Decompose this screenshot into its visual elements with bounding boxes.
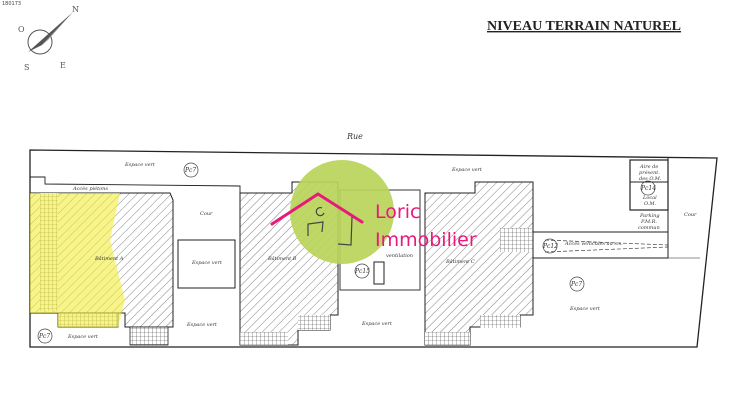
label-batiment-a: Bâtiment A bbox=[94, 255, 124, 262]
building-a bbox=[29, 192, 174, 346]
svg-text:Pc7: Pc7 bbox=[184, 167, 196, 174]
loric-immobilier-logo: Loric Immobilier bbox=[270, 160, 477, 264]
building-c bbox=[424, 181, 534, 346]
label-acces-pietons: Accès piétons bbox=[72, 185, 108, 192]
label-ventilation: ventilation bbox=[386, 253, 413, 259]
compass-north: N bbox=[72, 5, 79, 14]
svg-text:Pc7: Pc7 bbox=[570, 281, 582, 288]
svg-text:P.M.R.: P.M.R. bbox=[640, 219, 657, 225]
label-espace-vert: Espace vert bbox=[569, 306, 601, 312]
svg-text:des O.M.: des O.M. bbox=[639, 176, 662, 182]
label-local-om: Local O.M. bbox=[642, 195, 657, 207]
svg-text:présent.: présent. bbox=[639, 169, 660, 176]
corner-code: 180173 bbox=[2, 1, 21, 7]
ref-pc15: Pc15 bbox=[354, 263, 370, 279]
label-aire-om: Aire de présent. des O.M. bbox=[639, 164, 662, 182]
svg-text:Parking: Parking bbox=[639, 213, 660, 219]
compass-west: O bbox=[18, 25, 25, 34]
ref-pc7: Pc7 bbox=[37, 328, 53, 344]
label-espace-vert: Espace vert bbox=[67, 334, 99, 340]
label-espace-vert: Espace vert bbox=[451, 167, 483, 173]
label-cour: Cour bbox=[684, 212, 697, 218]
label-batiment-c: Bâtiment C bbox=[445, 258, 475, 265]
label-espace-vert: Espace vert bbox=[191, 260, 223, 266]
ref-pc14: Pc14 bbox=[640, 180, 656, 196]
street-label: Rue bbox=[346, 132, 363, 141]
ref-pc7: Pc7 bbox=[569, 276, 585, 292]
label-espace-vert: Espace vert bbox=[361, 321, 393, 327]
label-parking-pmr: Parking P.M.R. commun bbox=[638, 213, 660, 231]
logo-text-immobilier: Immobilier bbox=[375, 229, 477, 251]
label-acces-vehicules: Accès véhicules au s.s. bbox=[564, 240, 623, 247]
ref-pc12: Pc12 bbox=[542, 238, 558, 254]
highlighted-zone bbox=[30, 193, 125, 327]
plan-title: NIVEAU TERRAIN NATUREL bbox=[487, 19, 681, 34]
ref-pc7: Pc7 bbox=[183, 162, 199, 178]
svg-text:Pc14: Pc14 bbox=[640, 185, 656, 192]
svg-text:Aire de: Aire de bbox=[639, 164, 658, 170]
label-espace-vert: Espace vert bbox=[186, 322, 218, 328]
compass-east: E bbox=[60, 61, 66, 70]
compass-south: S bbox=[24, 63, 29, 72]
svg-text:Local: Local bbox=[642, 195, 657, 201]
svg-text:O.M.: O.M. bbox=[644, 201, 657, 207]
svg-text:commun: commun bbox=[638, 225, 660, 231]
label-batiment-b: Bâtiment B bbox=[267, 255, 297, 262]
logo-text-loric: Loric bbox=[375, 201, 420, 223]
compass-rose-icon: N O S E bbox=[18, 5, 79, 72]
svg-text:Pc7: Pc7 bbox=[38, 333, 50, 340]
label-cour: Cour bbox=[200, 211, 213, 217]
label-espace-vert: Espace vert bbox=[124, 162, 156, 168]
svg-text:Pc15: Pc15 bbox=[354, 268, 370, 275]
svg-text:Pc12: Pc12 bbox=[542, 243, 558, 250]
